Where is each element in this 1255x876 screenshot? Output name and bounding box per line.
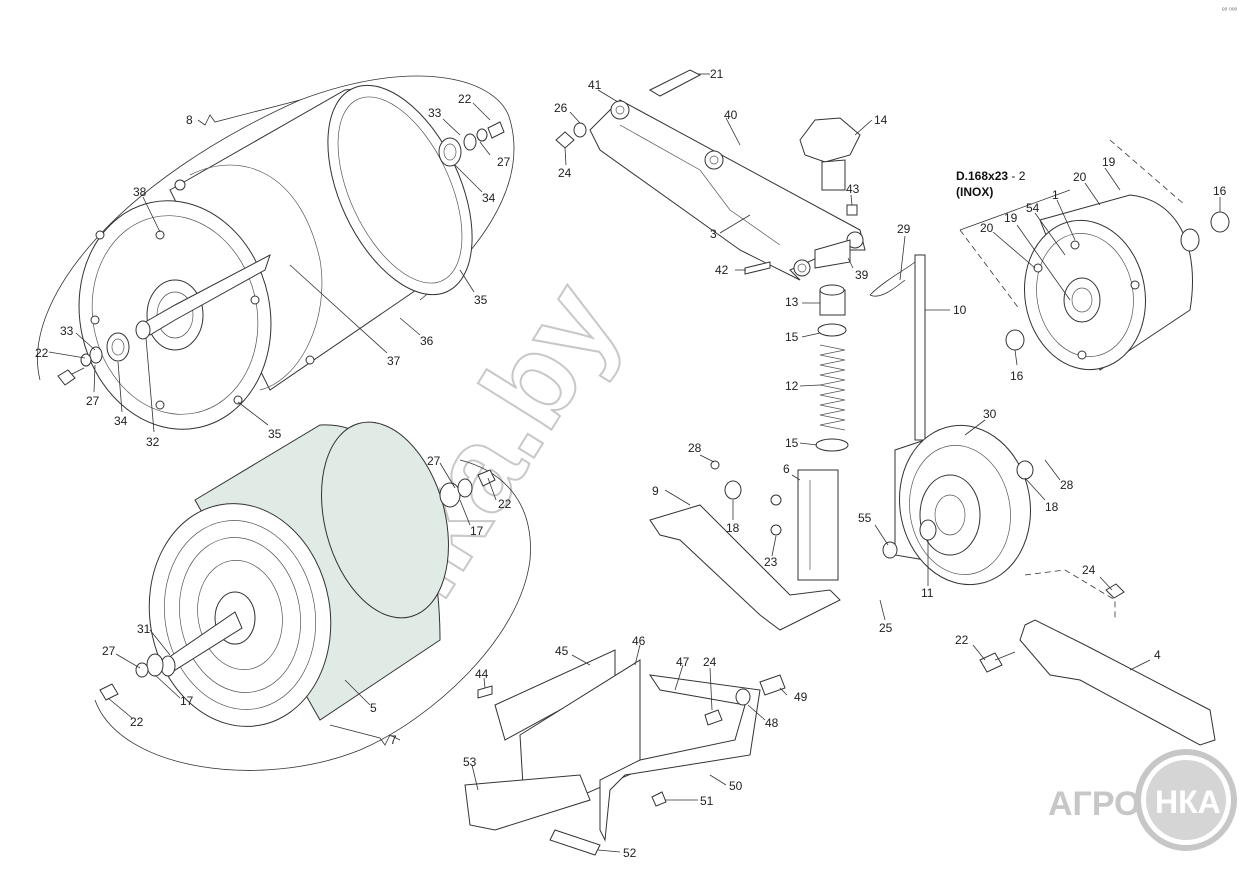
- callout-38: 38: [133, 185, 147, 199]
- callout-36: 36: [420, 334, 434, 348]
- agro-nka-logo: АГРО НКА: [1048, 749, 1237, 851]
- corner-mark: ᵉᵒ ᵒᵒᵒ: [1222, 7, 1237, 14]
- callout-32: 32: [146, 435, 160, 449]
- callout-55: 55: [858, 511, 872, 525]
- callout-1: 1: [1052, 188, 1059, 202]
- callout-16: 16: [1010, 369, 1024, 383]
- callout-54: 54: [1026, 201, 1040, 215]
- callout-15: 15: [785, 330, 799, 344]
- callout-17: 17: [470, 524, 484, 538]
- spec-note: D.168x23 - 2 (INOX): [956, 169, 1026, 199]
- callout-13: 13: [785, 295, 799, 309]
- callout-28: 28: [1060, 478, 1074, 492]
- callout-4: 4: [1154, 648, 1161, 662]
- callout-5: 5: [370, 701, 377, 715]
- callout-39: 39: [855, 268, 869, 282]
- callout-47: 47: [676, 655, 690, 669]
- callout-22: 22: [130, 715, 144, 729]
- logo-text: АГРО: [1048, 785, 1141, 823]
- callout-7: 7: [390, 733, 397, 747]
- callout-20: 20: [1073, 170, 1087, 184]
- callout-31: 31: [137, 622, 151, 636]
- bracket-assembly-45-53: [464, 649, 786, 856]
- callout-25: 25: [879, 621, 893, 635]
- callout-9: 9: [652, 484, 659, 498]
- spec-note-size: D.168x23: [956, 169, 1008, 183]
- callout-27: 27: [102, 644, 116, 658]
- callout-14: 14: [874, 113, 888, 127]
- callout-33: 33: [60, 324, 74, 338]
- callout-3: 3: [710, 227, 717, 241]
- callout-52: 52: [623, 846, 637, 860]
- callout-24: 24: [1082, 563, 1096, 577]
- callout-44: 44: [475, 667, 489, 681]
- callout-45: 45: [555, 644, 569, 658]
- callout-16: 16: [1213, 184, 1227, 198]
- wheel-assembly-30: [882, 424, 1034, 586]
- callout-50: 50: [729, 779, 743, 793]
- callout-46: 46: [632, 634, 646, 648]
- callout-22: 22: [498, 497, 512, 511]
- callout-29: 29: [897, 222, 911, 236]
- callout-labels: 8 38 33 22 27 34 32 35 37 36 35 34 27 22…: [35, 67, 1227, 860]
- callout-22: 22: [458, 92, 472, 106]
- callout-27: 27: [427, 454, 441, 468]
- callout-6: 6: [783, 462, 790, 476]
- callout-20: 20: [980, 221, 994, 235]
- callout-53: 53: [463, 755, 477, 769]
- spec-note-qty: - 2: [1008, 169, 1026, 183]
- roller-assembly-8: [37, 75, 515, 430]
- roller-assembly-7: [94, 421, 531, 771]
- roller-assembly-1-inox: [959, 139, 1230, 371]
- spec-note-material: (INOX): [956, 185, 993, 199]
- callout-41: 41: [588, 78, 602, 92]
- callout-35: 35: [268, 427, 282, 441]
- callout-49: 49: [794, 690, 808, 704]
- leader-lines: [48, 73, 1221, 853]
- svg-text:D.168x23 - 2: D.168x23 - 2: [956, 169, 1026, 183]
- callout-30: 30: [983, 407, 997, 421]
- callout-27: 27: [497, 155, 511, 169]
- callout-24: 24: [703, 655, 717, 669]
- callout-23: 23: [764, 555, 778, 569]
- callout-18: 18: [726, 521, 740, 535]
- callout-37: 37: [387, 354, 401, 368]
- logo-badge-text: НКА: [1155, 784, 1221, 820]
- callout-18: 18: [1045, 500, 1059, 514]
- callout-40: 40: [724, 108, 738, 122]
- callout-35: 35: [474, 293, 488, 307]
- callout-12: 12: [785, 379, 799, 393]
- callout-11: 11: [921, 586, 934, 600]
- callout-28: 28: [688, 441, 702, 455]
- callout-51: 51: [700, 794, 714, 808]
- callout-34: 34: [482, 191, 496, 205]
- callout-19: 19: [1004, 211, 1018, 225]
- linkage-assembly: [555, 69, 926, 631]
- callout-22: 22: [35, 346, 49, 360]
- callout-21: 21: [710, 67, 724, 81]
- callout-15: 15: [785, 436, 799, 450]
- callout-8: 8: [186, 113, 193, 127]
- callout-19: 19: [1102, 155, 1116, 169]
- callout-24: 24: [558, 166, 572, 180]
- callout-10: 10: [953, 303, 967, 317]
- callout-22: 22: [955, 633, 969, 647]
- callout-17: 17: [180, 694, 194, 708]
- callout-42: 42: [715, 263, 729, 277]
- callout-27: 27: [86, 394, 100, 408]
- bracket-4: [979, 569, 1216, 746]
- callout-26: 26: [554, 101, 568, 115]
- callout-43: 43: [846, 182, 860, 196]
- callout-33: 33: [428, 106, 442, 120]
- callout-48: 48: [765, 716, 779, 730]
- callout-34: 34: [114, 414, 128, 428]
